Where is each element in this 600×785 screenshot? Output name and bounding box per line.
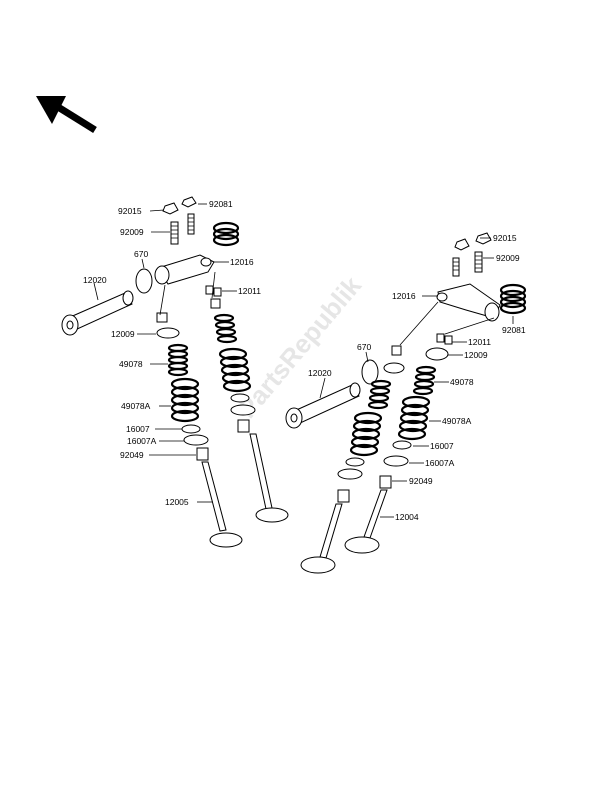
label-12004: 12004 [395, 512, 419, 522]
label-16007-right: 16007 [430, 441, 454, 451]
seal-92049-left [196, 447, 209, 461]
spring-92081-left [212, 221, 240, 247]
label-12016-right: 12016 [392, 291, 416, 301]
nut-top-right [454, 238, 470, 251]
cotter-12011-right [436, 333, 453, 345]
retainer-12009-left [156, 327, 180, 339]
label-12016-left: 12016 [230, 257, 254, 267]
valve-12005 [201, 461, 243, 548]
o-ring-670-left [135, 268, 153, 294]
label-12011-left: 12011 [238, 286, 261, 296]
valve-left-col2 [249, 433, 289, 523]
label-92015-left: 92015 [118, 206, 142, 216]
direction-arrow-icon [36, 96, 97, 133]
part-labels: 92015 92081 92009 670 12016 12020 12011 … [83, 199, 526, 522]
o-ring-670-right [361, 359, 379, 385]
nut-top-left [181, 196, 197, 208]
label-12005: 12005 [165, 497, 189, 507]
spring-right-col1-outer [349, 411, 383, 457]
label-16007A-right: 16007A [425, 458, 455, 468]
left-valve-assembly [61, 196, 289, 548]
label-92009-left: 92009 [120, 227, 144, 237]
spring-right-col1-inner [367, 379, 392, 410]
retainer-12009-right [425, 347, 449, 361]
right-valve-assembly [285, 232, 527, 574]
seal-92049-right [379, 475, 392, 489]
label-92081-left: 92081 [209, 199, 233, 209]
label-12009-left: 12009 [111, 329, 135, 339]
nut-92015-right [475, 232, 492, 245]
label-49078A-left: 49078A [121, 401, 151, 411]
label-49078-left: 49078 [119, 359, 143, 369]
nut-92015-left [162, 202, 179, 215]
seal-left-col2 [237, 419, 250, 433]
rocker-shaft-12020-left [61, 290, 134, 336]
cotter-right-col1 [391, 345, 402, 356]
leader-lines [93, 203, 514, 518]
spring-left-col2-inner [213, 313, 238, 344]
adjust-screw-92009-left [170, 221, 179, 245]
label-92049-right: 92049 [409, 476, 433, 486]
label-670-right: 670 [357, 342, 371, 352]
valve-right-col1 [300, 503, 343, 574]
label-12020-left: 12020 [83, 275, 107, 285]
seat-16007A-right [383, 455, 409, 467]
seat-16007-left [181, 424, 201, 434]
seat-right-col1-a [345, 457, 365, 467]
label-16007A-left: 16007A [127, 436, 157, 446]
inner-spring-49078-left [167, 343, 189, 377]
retainer-right-col1 [383, 362, 405, 374]
label-12020-right: 12020 [308, 368, 332, 378]
spring-left-col2-outer [218, 347, 252, 393]
label-92081-right: 92081 [502, 325, 526, 335]
rocker-arm-12016-right [436, 283, 501, 322]
guide-line-right [399, 301, 495, 346]
label-12011-right: 12011 [468, 337, 491, 347]
seat-left-col2-a [230, 393, 250, 403]
adjust-screw-small-left [187, 213, 195, 235]
label-49078-right: 49078 [450, 377, 474, 387]
adjust-screw-92009-right [474, 251, 483, 273]
seat-16007A-left [183, 434, 209, 446]
label-92015-right: 92015 [493, 233, 517, 243]
label-16007-left: 16007 [126, 424, 150, 434]
adjust-screw-small-right [452, 257, 460, 277]
valve-12004 [344, 489, 388, 554]
cotter-left-stack [156, 312, 168, 323]
label-49078A-right: 49078A [442, 416, 472, 426]
seat-16007-right [392, 440, 412, 450]
rocker-arm-12016-left [154, 254, 215, 285]
label-670-left: 670 [134, 249, 148, 259]
rocker-shaft-12020-right [285, 382, 361, 429]
cotter-left-col2 [210, 298, 221, 309]
guide-line-left [159, 271, 216, 316]
label-12009-right: 12009 [464, 350, 488, 360]
seat-right-col1-b [337, 468, 363, 480]
seal-right-col1 [337, 489, 350, 503]
seat-left-col2-b [230, 404, 256, 416]
inner-spring-49078-right [412, 365, 437, 396]
spring-92081-right [499, 283, 527, 315]
label-92009-right: 92009 [496, 253, 520, 263]
outer-spring-49078A-right [397, 395, 431, 441]
outer-spring-49078A-left [170, 377, 200, 423]
label-92049-left: 92049 [120, 450, 144, 460]
